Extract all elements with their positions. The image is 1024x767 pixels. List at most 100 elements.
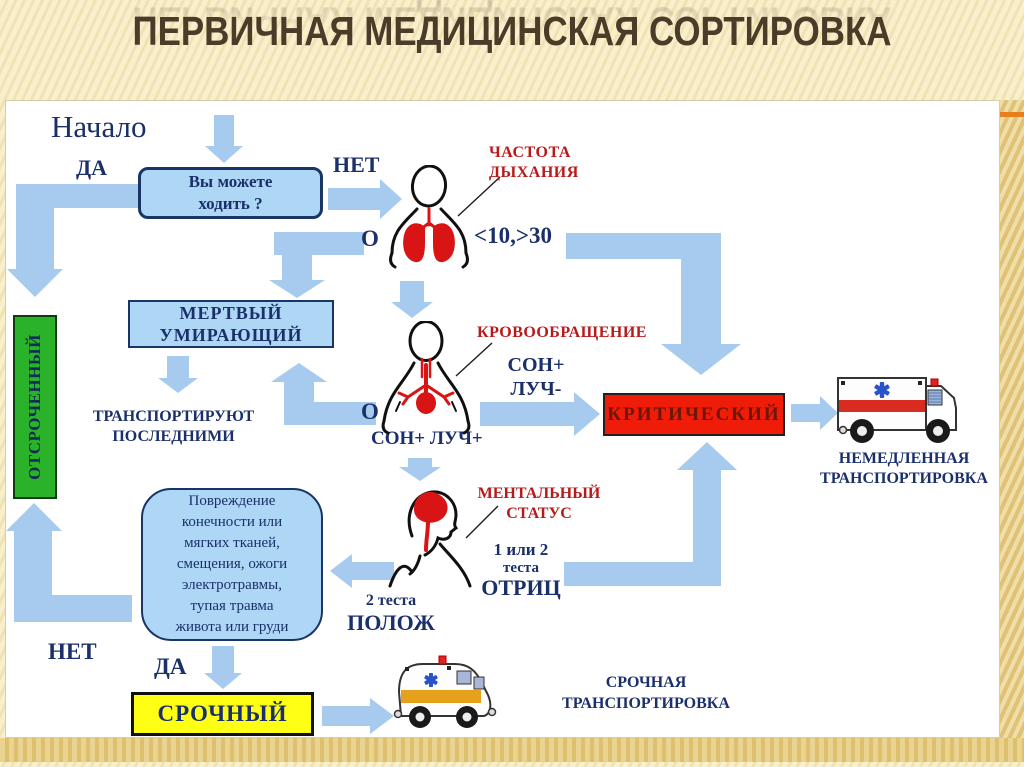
urgent-box: СРОЧНЫЙ (131, 692, 314, 736)
immediate-ambulance-icon (837, 377, 957, 443)
transport-last-label: ТРАНСПОРТИРУЮТ ПОСЛЕДНИМИ (92, 408, 255, 445)
right-shoulder (436, 361, 470, 423)
dead-dying-box: МЕРТВЫЙ УМИРАЮЩИЙ (128, 300, 334, 348)
arrow-urgent-right (322, 698, 394, 734)
pointer-line-respiration (457, 176, 501, 217)
rear-hub (415, 712, 425, 722)
brainstem (424, 519, 430, 552)
slide-title: ПЕРВИЧНАЯ МЕДИЦИНСКАЯ СОРТИРОВКА (132, 8, 892, 54)
arrow-no-right (328, 179, 402, 219)
right-shoulder (439, 207, 468, 255)
pointer-line-mental (465, 505, 499, 539)
mental-person-figure (388, 490, 472, 588)
head (408, 321, 444, 362)
circulation-label: КРОВООБРАЩЕНИЕ (477, 324, 647, 341)
hand-mark-left (395, 401, 401, 412)
body-bolt-left (405, 667, 409, 671)
flow-arrows (6, 115, 838, 734)
breathing-person-figure (389, 165, 469, 269)
right-shoulder (438, 542, 472, 588)
mental-status-label: МЕНТАЛЬНЫЙ СТАТУС (477, 485, 601, 522)
front-bumper (487, 707, 497, 717)
right-arm-hook (461, 251, 469, 269)
body-bolt-right (918, 381, 922, 385)
arrow-yes-elbow-down (7, 184, 141, 297)
vessel-branches (397, 383, 455, 406)
delayed-box: ОТСРОЧЕННЫЙ (13, 315, 57, 499)
front-hub (462, 712, 472, 722)
right-border-strip (1000, 100, 1024, 738)
rear-bumper (393, 709, 403, 719)
zero-pulse-label: О (361, 399, 379, 424)
van-yellow-stripe (401, 690, 481, 703)
yes-label-top: ДА (76, 155, 108, 180)
tests-positive-label: 2 теста ПОЛОЖ (347, 592, 435, 636)
arrow-no-pulse-to-dead (271, 363, 376, 425)
arrow-yes-bottom-down (204, 646, 242, 689)
no-label-bottom: НЕТ (48, 639, 97, 664)
immediate-transport-label: НЕМЕДЛЕННАЯ ТРАНСПОРТИРОВКА (820, 450, 988, 487)
arrow-critical-right (791, 396, 838, 430)
arrow-no-breathing-to-dead (269, 232, 364, 298)
circulation-person-figure (381, 321, 471, 435)
star-of-life-icon (424, 673, 438, 687)
slide-title-area: ПЕРВИЧНАЯ МЕДИЦИНСКАЯ СОРТИРОВКА ПЕРВИЧН… (0, 0, 1024, 84)
walk-question-box: Вы можете ходить ? (138, 167, 323, 219)
arrow-no-elbow-to-delayed (6, 503, 132, 622)
van-window-side (456, 670, 472, 685)
urgent-transport-label: СРОЧНАЯ ТРАНСПОРТИРОВКА (562, 674, 730, 712)
brain (414, 491, 448, 523)
no-label-top: НЕТ (333, 152, 380, 177)
urgent-ambulance-icon (393, 655, 497, 728)
pointer-line-circulation (455, 342, 493, 377)
injury-criteria-box: Повреждение конечности или мягких тканей… (141, 488, 323, 641)
orange-accent-line (1000, 112, 1024, 117)
respiratory-rate-label: ЧАСТОТА ДЫХАНИЯ (489, 144, 579, 181)
zero-breathing-label: О (361, 226, 379, 251)
left-shoulder (382, 361, 416, 423)
left-lung (403, 223, 425, 263)
ambulance-red-stripe (839, 400, 925, 412)
window-grille (929, 392, 941, 403)
hand-mark-right (451, 401, 457, 412)
arrow-range-elbow-to-critical (566, 233, 741, 375)
arrow-circulation-to-critical (480, 392, 600, 436)
tests-negative-label: 1 или 2 теста ОТРИЦ (481, 540, 561, 601)
van-windshield (473, 676, 485, 690)
breathing-range-label: <10,>30 (474, 223, 552, 248)
left-arm-hook (389, 251, 397, 269)
rear-hub (857, 426, 867, 436)
cab-window (927, 389, 943, 406)
head (410, 165, 448, 208)
carotid-vessels (420, 357, 432, 379)
arrow-dead-down (158, 356, 198, 393)
body-bolt-right (447, 666, 451, 670)
arrow-start-down (205, 115, 243, 163)
walk-question-line2: ходить ? (198, 194, 263, 213)
left-shoulder (390, 207, 419, 255)
front-hub (933, 426, 943, 436)
delayed-label: ОТСРОЧЕННЫЙ (25, 334, 44, 480)
heart (416, 392, 436, 414)
rear-bumper (838, 425, 848, 435)
flowchart-canvas: Начало ДА НЕТ Вы можете ходить ? ЧАСТОТА… (5, 100, 1000, 738)
body-bolt-left (841, 381, 845, 385)
right-lung (433, 223, 455, 263)
arrow-pulse-down (399, 458, 441, 481)
beacon-light (930, 378, 939, 387)
right-arm-hook (462, 419, 471, 435)
carotid-pos-radial-neg-label: СОН+ ЛУЧ- (507, 354, 565, 400)
bottom-border-strip (0, 738, 1024, 762)
beacon-light (438, 655, 447, 665)
slide-title-reflection: ПЕРВИЧНАЯ МЕДИЦИНСКАЯ СОРТИРОВКА (132, 0, 892, 42)
carotid-pos-radial-pos-label: СОН+ ЛУЧ+ (371, 428, 483, 449)
start-label: Начало (51, 109, 147, 144)
star-of-life-icon (874, 382, 890, 398)
left-shoulder (388, 564, 414, 588)
arrow-negative-elbow-to-critical (564, 442, 737, 586)
left-arm-hook (381, 419, 390, 435)
walk-question-line1: Вы можете (188, 171, 273, 191)
arrow-breathing-down (391, 281, 433, 318)
critical-box: КРИТИЧЕСКИЙ (603, 393, 785, 436)
